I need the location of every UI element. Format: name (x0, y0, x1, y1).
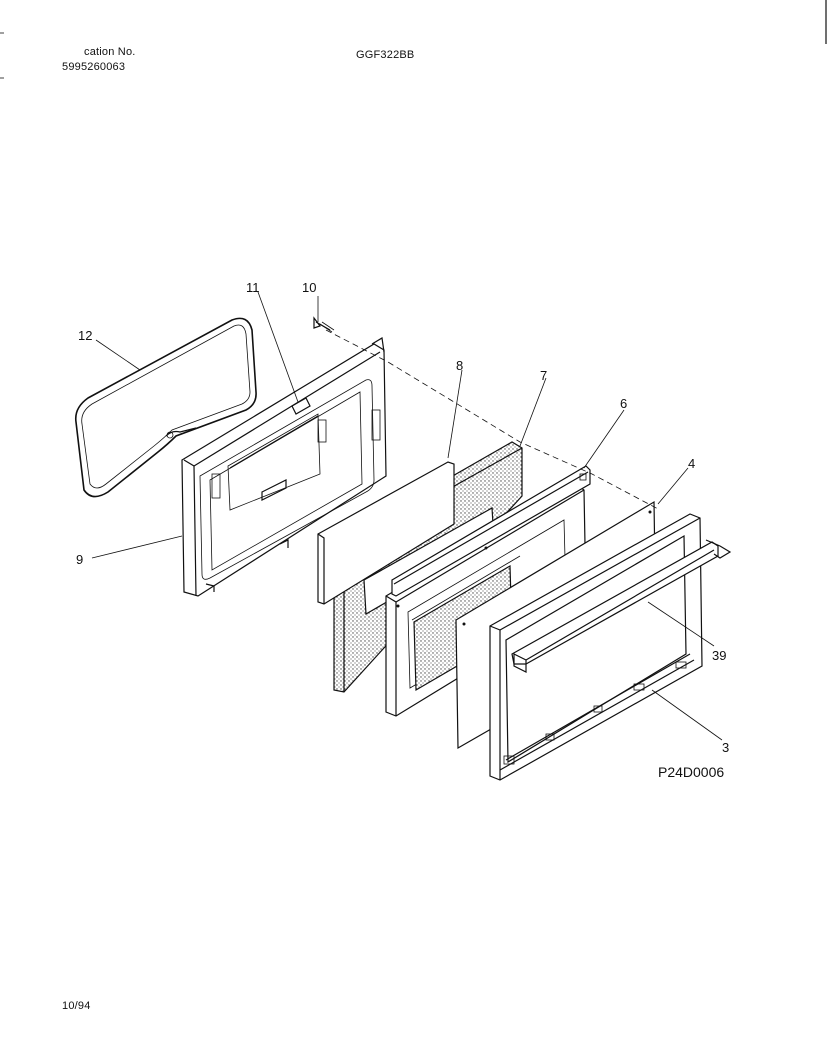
part-10-screw (313, 316, 335, 333)
part-12-door-gasket (74, 317, 257, 498)
part-9-inner-door-liner (181, 337, 387, 597)
callout-9: 9 (76, 552, 83, 567)
callout-12: 12 (78, 328, 92, 343)
part-11-clip (291, 397, 311, 415)
publication-number: 5995260063 (62, 61, 126, 73)
part-39-handle (511, 539, 732, 673)
alignment-line (325, 329, 661, 511)
callout-11: 11 (246, 280, 260, 295)
callout-6: 6 (620, 396, 627, 411)
part-6-channel (391, 465, 591, 597)
callout-39: 39 (712, 648, 726, 663)
callout-4: 4 (688, 456, 695, 471)
leader-lines (91, 291, 723, 741)
diagram-code: P24D0006 (658, 764, 725, 780)
revision-date: 10/94 (62, 1000, 91, 1012)
callout-8: 8 (456, 358, 463, 373)
callout-3: 3 (722, 740, 729, 755)
model-number: GGF322BB (356, 49, 415, 61)
part-8-panel (317, 461, 455, 605)
callout-7: 7 (540, 368, 547, 383)
publication-label: cation No. (84, 46, 136, 58)
callout-10: 10 (302, 280, 316, 295)
